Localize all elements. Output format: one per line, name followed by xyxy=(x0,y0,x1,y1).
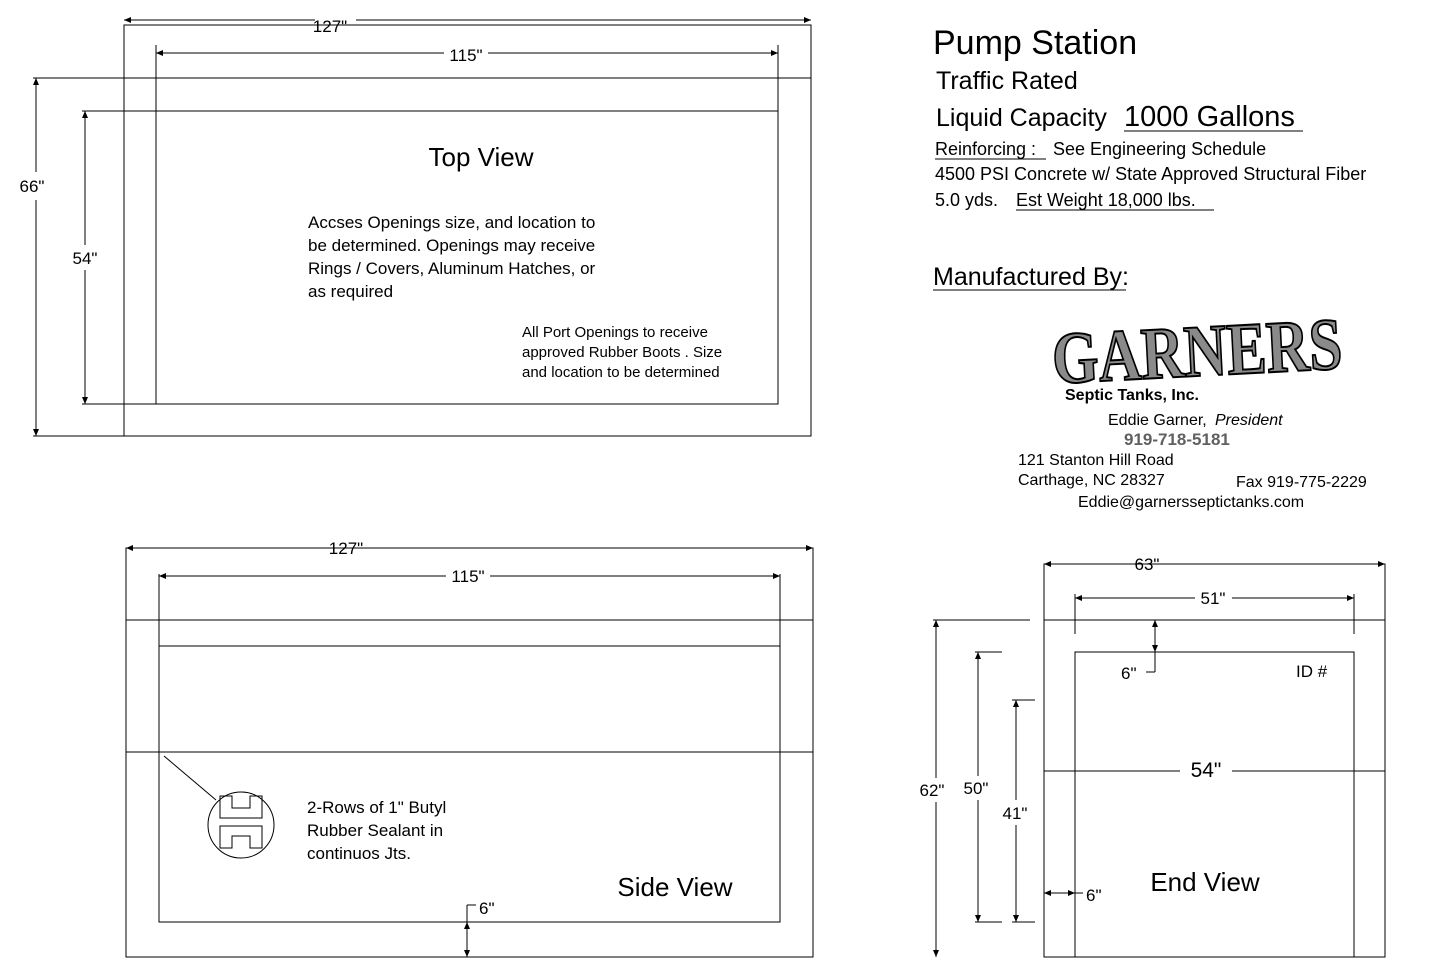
weight-spec: Est Weight 18,000 lbs. xyxy=(1016,190,1196,210)
end-view-inner-rect xyxy=(1074,651,1355,958)
arrowhead xyxy=(1044,890,1051,896)
leader-line xyxy=(163,755,217,801)
arrowhead xyxy=(1152,645,1158,652)
arrowhead xyxy=(82,111,88,118)
dim-inner-height: 54" xyxy=(73,249,98,268)
arrowhead xyxy=(33,429,39,436)
arrowhead xyxy=(33,78,39,85)
arrowhead xyxy=(156,50,163,56)
arrowhead xyxy=(1044,561,1051,567)
arrowhead xyxy=(975,915,981,922)
dim-wall: 6" xyxy=(479,899,495,918)
dim-inner-width: 51" xyxy=(1201,589,1226,608)
top-view-title: Top View xyxy=(428,142,533,172)
joint-profile xyxy=(219,825,263,849)
manufactured-by-label: Manufactured By: xyxy=(933,263,1129,291)
company-name: Septic Tanks, Inc. xyxy=(1065,387,1199,404)
port-note-line: All Port Openings to receive xyxy=(522,324,708,341)
arrowhead xyxy=(804,17,811,23)
top-view-outer-rect xyxy=(123,24,812,437)
phone-number: 919-718-5181 xyxy=(1124,430,1230,449)
arrowhead xyxy=(1013,915,1019,922)
arrowhead xyxy=(464,950,470,957)
dim-outer-width: 63" xyxy=(1135,555,1160,574)
arrowhead xyxy=(1347,595,1354,601)
subtitle: Traffic Rated xyxy=(936,67,1078,95)
sealant-detail-circle xyxy=(207,791,275,859)
dim-top-wall: 6" xyxy=(1121,664,1137,683)
arrowhead xyxy=(124,17,131,23)
arrowhead xyxy=(464,922,470,929)
address-line-2: Carthage, NC 28327 xyxy=(1018,472,1165,489)
arrowhead xyxy=(1013,700,1019,707)
arrowhead xyxy=(806,545,813,551)
access-note-line: as required xyxy=(308,282,393,301)
contact-name: Eddie Garner, xyxy=(1108,412,1207,429)
spec-block: Pump Station Traffic Rated Liquid Capaci… xyxy=(933,24,1366,291)
arrowhead xyxy=(1068,890,1075,896)
top-view: 127" 115" 66" 54" Top View Accses Openin… xyxy=(20,17,812,437)
capacity-value: 1000 Gallons xyxy=(1124,101,1295,133)
arrowhead xyxy=(975,652,981,659)
side-view-title: Side View xyxy=(617,872,732,902)
arrowhead xyxy=(771,50,778,56)
dim-lower-height: 41" xyxy=(1003,804,1028,823)
sealant-note-line: 2-Rows of 1" Butyl xyxy=(307,798,446,817)
dim-outer-width: 127" xyxy=(313,17,347,36)
reinforcing-label: Reinforcing : xyxy=(935,139,1036,159)
fax-number: Fax 919-775-2229 xyxy=(1236,474,1367,491)
dim-inner-height: 50" xyxy=(964,779,989,798)
arrowhead xyxy=(1152,620,1158,627)
dim-inner-width: 115" xyxy=(451,567,484,586)
sealant-note-line: Rubber Sealant in xyxy=(307,821,443,840)
arrowhead xyxy=(773,573,780,579)
end-view-title: End View xyxy=(1150,867,1260,897)
end-view: 54" 63" 51" 6" ID # 6" xyxy=(920,555,1386,958)
top-view-inner-rect xyxy=(155,110,779,405)
arrowhead xyxy=(933,950,939,957)
side-view-inner-rect xyxy=(158,645,781,923)
arrowhead xyxy=(82,397,88,404)
arrowhead xyxy=(126,545,133,551)
side-view: 127" 115" 6" 2-Rows of 1" Butyl Rubber S… xyxy=(125,539,814,958)
port-note-line: and location to be determined xyxy=(522,364,720,381)
id-label: ID # xyxy=(1296,662,1328,681)
dim-side-wall: 6" xyxy=(1086,886,1102,905)
email-address: Eddie@garnersseptictanks.com xyxy=(1078,494,1304,511)
dim-outer-width: 127" xyxy=(329,539,363,558)
page-title: Pump Station xyxy=(933,24,1137,62)
reinforcing-value: See Engineering Schedule xyxy=(1053,139,1266,159)
sealant-note-line: continuos Jts. xyxy=(307,844,411,863)
access-note-line: be determined. Openings may receive xyxy=(308,236,595,255)
arrowhead xyxy=(933,620,939,627)
concrete-spec: 4500 PSI Concrete w/ State Approved Stru… xyxy=(935,164,1366,184)
arrowhead xyxy=(1378,561,1385,567)
dim-outer-height: 66" xyxy=(20,177,45,196)
access-note-line: Rings / Covers, Aluminum Hatches, or xyxy=(308,259,596,278)
dim-outer-height: 62" xyxy=(920,781,945,800)
dim-inner-width: 115" xyxy=(449,46,482,65)
yards-spec: 5.0 yds. xyxy=(935,190,998,210)
joint-profile xyxy=(219,795,263,819)
contact-role: President xyxy=(1215,412,1283,429)
capacity-label: Liquid Capacity xyxy=(936,104,1107,132)
company-logo: GARNERS xyxy=(1050,303,1344,400)
port-note-line: approved Rubber Boots . Size xyxy=(522,344,722,361)
manufacturer-block: GARNERS Septic Tanks, Inc. Eddie Garner,… xyxy=(1018,302,1367,511)
arrowhead xyxy=(159,573,166,579)
arrowhead xyxy=(1075,595,1082,601)
address-line-1: 121 Stanton Hill Road xyxy=(1018,452,1174,469)
dim-mid-height: 54" xyxy=(1191,759,1222,782)
access-note-line: Accses Openings size, and location to xyxy=(308,213,595,232)
